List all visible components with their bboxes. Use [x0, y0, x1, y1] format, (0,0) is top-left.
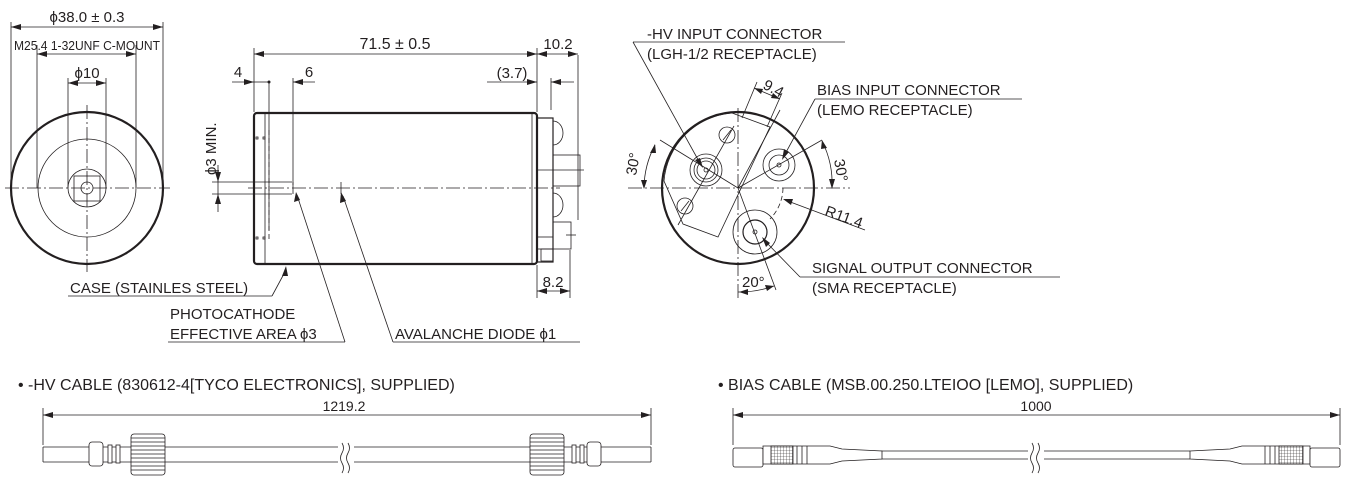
angle-right-label: 30° [830, 158, 851, 183]
front-view: ϕ38.0 ± 0.3 M25.4 1-32UNF C-MOUNT ϕ10 [5, 9, 170, 272]
bias-cable: • BIAS CABLE (MSB.00.250.LTEIOO [LEMO], … [718, 377, 1341, 474]
photocathode-min-label: ϕ3 MIN. [203, 122, 220, 175]
hv-cable-knurl-right [530, 437, 564, 471]
hv-cable: • -HV CABLE (830612-4[TYCO ELECTRONICS],… [18, 377, 652, 476]
hv-connector-label-line1: -HV INPUT CONNECTOR [647, 26, 822, 43]
mount-thread-label: M25.4 1-32UNF C-MOUNT [14, 38, 160, 53]
outer-diameter-label: ϕ38.0 ± 0.3 [49, 9, 124, 26]
case-body [252, 111, 539, 266]
bias-cable-plug-left [732, 445, 883, 468]
rear-connector-length-label: 10.2 [543, 36, 572, 53]
rear-view: R11.4 9.4 30° 30° 20° -HV INPUT CONNECTO… [623, 26, 1060, 300]
dim-6-label: 6 [305, 64, 313, 81]
hv-screw-top [718, 126, 736, 144]
photocathode-label-line1: PHOTOCATHODE [170, 306, 295, 323]
avalanche-label: AVALANCHE DIODE ϕ1 [395, 326, 556, 343]
case-label: CASE (STAINLES STEEL) [70, 280, 248, 297]
radius-label: R11.4 [823, 203, 865, 232]
side-view: 71.5 ± 0.5 10.2 4 6 (3.7) [68, 36, 584, 343]
hv-cable-plug-right [586, 441, 602, 467]
signal-connector-label-line1: SIGNAL OUTPUT CONNECTOR [812, 260, 1033, 277]
bias-cable-plug-right [1189, 445, 1341, 468]
bias-connector-label-line2: (LEMO RECEPTACLE) [817, 102, 973, 119]
dim-8-2-label: 8.2 [543, 274, 564, 291]
angle-bottom-label: 20° [742, 274, 765, 291]
hv-flange [663, 112, 771, 238]
bias-connector-label-line1: BIAS INPUT CONNECTOR [817, 82, 1001, 99]
angle-left-label: 30° [623, 151, 644, 176]
photocathode-label-line2: EFFECTIVE AREA ϕ3 [170, 326, 317, 343]
dim-9-4-label: 9.4 [760, 77, 786, 102]
hv-connector-side [552, 154, 581, 187]
bias-cable-title: • BIAS CABLE (MSB.00.250.LTEIOO [LEMO], … [718, 377, 1133, 394]
window-diameter-label: ϕ10 [74, 65, 99, 82]
bias-connector [762, 148, 796, 182]
hv-connector-label-line2: (LGH-1/2 RECEPTACLE) [647, 46, 817, 63]
dim-3-7-label: (3.7) [497, 65, 528, 82]
sma-connector-side [552, 221, 572, 250]
body-length-label: 71.5 ± 0.5 [359, 36, 430, 53]
signal-connector-label-line2: (SMA RECEPTACLE) [812, 280, 957, 297]
signal-connector [732, 209, 778, 255]
hv-cable-knurl-left [131, 437, 165, 471]
dim-4-label: 4 [234, 64, 242, 81]
rear-plate [536, 117, 554, 263]
hv-connector [689, 153, 723, 187]
hv-screw-bottom [676, 197, 694, 215]
bias-cable-length-label: 1000 [1020, 398, 1051, 414]
hv-cable-title: • -HV CABLE (830612-4[TYCO ELECTRONICS],… [18, 377, 455, 394]
hv-cable-length-label: 1219.2 [323, 398, 366, 414]
hv-cable-plug-left [88, 441, 104, 467]
